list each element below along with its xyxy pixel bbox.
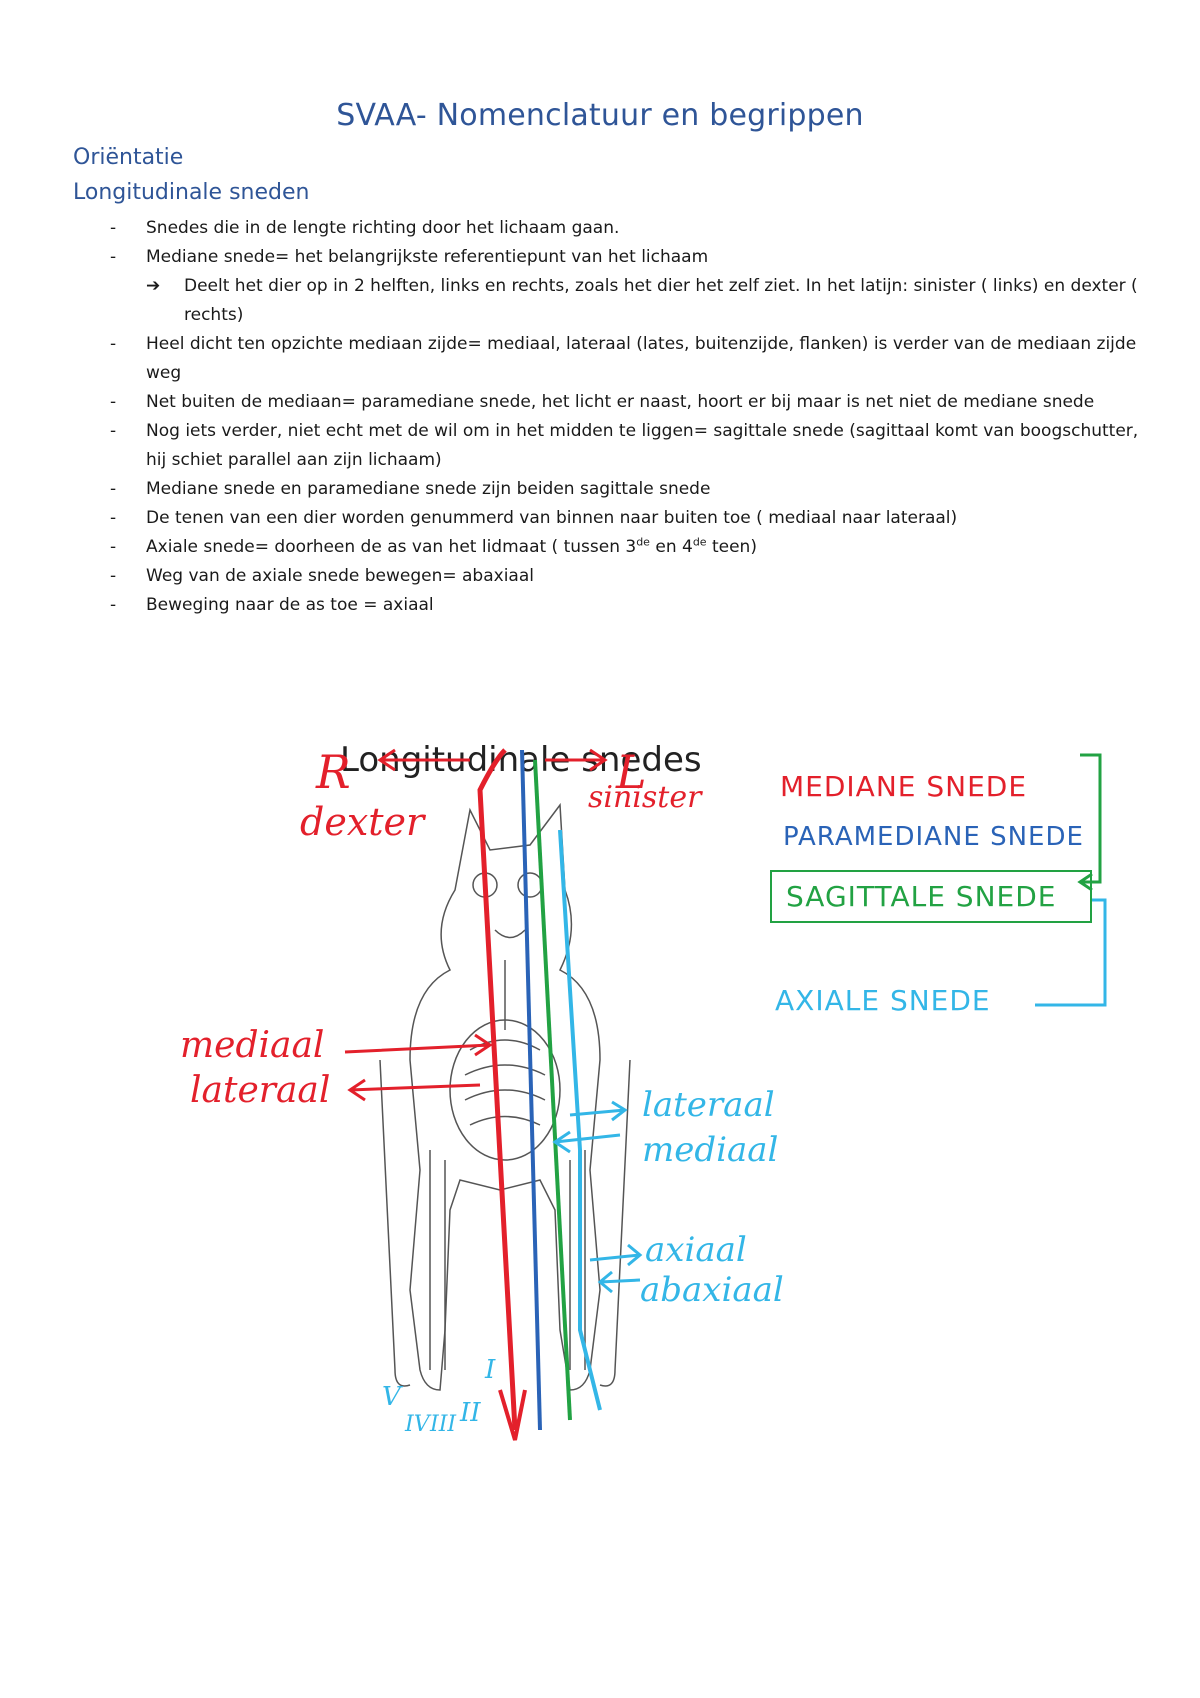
list-item: ➔Deelt het dier op in 2 helften, links e… [0,272,1200,330]
list-item: -Beweging naar de as toe = axiaal [110,595,434,615]
toe-label-v: V [382,1382,401,1412]
list-item: -Net buiten de mediaan= paramediane sned… [110,392,1095,412]
label-l: L [616,745,647,799]
list-item: -Axiale snede= doorheen de as van het li… [110,535,757,557]
heading-orientation: Oriëntatie [73,145,184,170]
list-item: -Heel dicht ten opzichte mediaan zijde= … [110,334,1137,383]
toe-label-iii: III [430,1412,457,1437]
list-item: -Weg van de axiale snede bewegen= abaxia… [110,566,534,586]
list-item: -Nog iets verder, niet echt met de wil o… [110,421,1139,470]
heading-longitudinal: Longitudinale sneden [73,180,310,205]
label-axiale-snede: AXIALE SNEDE [775,984,991,1017]
list-item: -Mediane snede en paramediane snede zijn… [110,479,711,499]
label-abaxiaal: abaxiaal [640,1270,784,1310]
label-mediane-snede: MEDIANE SNEDE [780,770,1028,803]
median-line [477,748,518,1431]
sagittal-line [533,759,572,1421]
label-mediaal-red: mediaal [180,1025,325,1066]
dog-skeleton-drawing [344,748,1107,1441]
bullet-list: -Snedes die in de lengte richting door h… [0,214,1200,620]
label-paramediane-snede: PARAMEDIANE SNEDE [783,822,1084,852]
dog-outline [379,802,631,1391]
page-title: SVAA- Nomenclatuur en begrippen [336,98,864,133]
label-mediaal-cyan: mediaal [642,1130,779,1170]
toe-label-ii: II [460,1398,481,1428]
dog-figure: Longitudinale snedes [0,730,1200,1620]
label-sagittale-snede: SAGITTALE SNEDE [770,870,1092,923]
label-sinister: sinister [588,780,702,815]
paramedian-line [520,749,542,1431]
label-r: R [316,745,351,799]
arrow-icon: ➔ [146,276,161,296]
list-item: -De tenen van een dier worden genummerd … [110,508,958,528]
toe-label-i: I [485,1355,496,1385]
label-axiaal: axiaal [645,1230,747,1270]
label-lateraal-red: lateraal [190,1070,331,1111]
list-item: -Mediane snede= het belangrijkste refere… [110,247,709,267]
label-lateraal-cyan: lateraal [642,1085,775,1125]
toe-label-iv: IV [405,1412,430,1437]
list-item: -Snedes die in de lengte richting door h… [110,218,620,238]
axial-line [558,829,602,1411]
label-dexter: dexter [300,800,425,844]
